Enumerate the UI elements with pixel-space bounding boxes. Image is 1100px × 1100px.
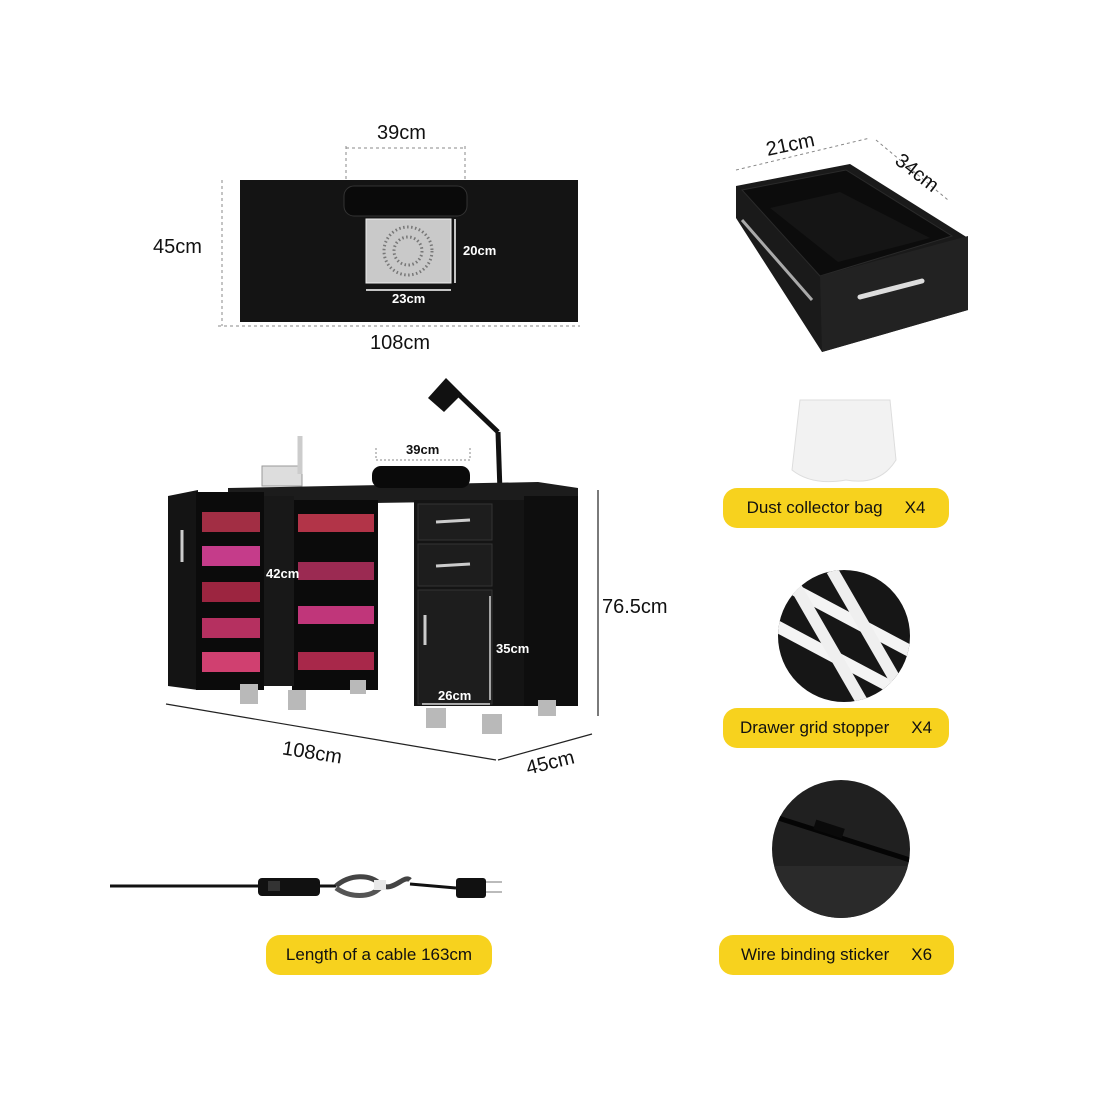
dust-bag-name: Dust collector bag	[746, 498, 883, 517]
cabinet-height-dimension: 35cm	[496, 641, 530, 656]
desk-armrest-dimension: 39cm	[406, 442, 440, 457]
grid-stopper-label: Drawer grid stopper X4	[723, 708, 949, 748]
top-armrest-dimension: 39cm	[377, 122, 426, 144]
grid-stopper-qty: X4	[911, 718, 933, 737]
polish-bottles	[202, 512, 374, 672]
fan-height-dimension: 20cm	[463, 243, 497, 258]
wire-sticker-label: Wire binding sticker X6	[719, 935, 954, 975]
top-depth-dimension: 45cm	[153, 236, 202, 258]
wire-sticker-name: Wire binding sticker	[740, 945, 890, 964]
cable-length-text: Length of a cable 163cm	[285, 945, 473, 964]
dust-bag-qty: X4	[904, 498, 926, 517]
cable-length-label: Length of a cable 163cm	[266, 935, 492, 975]
grid-stopper-name: Drawer grid stopper	[739, 718, 890, 737]
wire-sticker-image	[772, 780, 910, 918]
top-width-dimension: 108cm	[370, 332, 431, 354]
dust-bag-label: Dust collector bag X4	[723, 488, 949, 528]
desk-height-dimension: 76.5cm	[602, 596, 668, 618]
grid-stopper-image	[778, 570, 910, 702]
fan-width-dimension: 23cm	[392, 291, 426, 306]
shelf-depth-dimension: 42cm	[266, 566, 300, 581]
wire-sticker-qty: X6	[911, 945, 933, 964]
cabinet-width-dimension: 26cm	[438, 688, 472, 703]
